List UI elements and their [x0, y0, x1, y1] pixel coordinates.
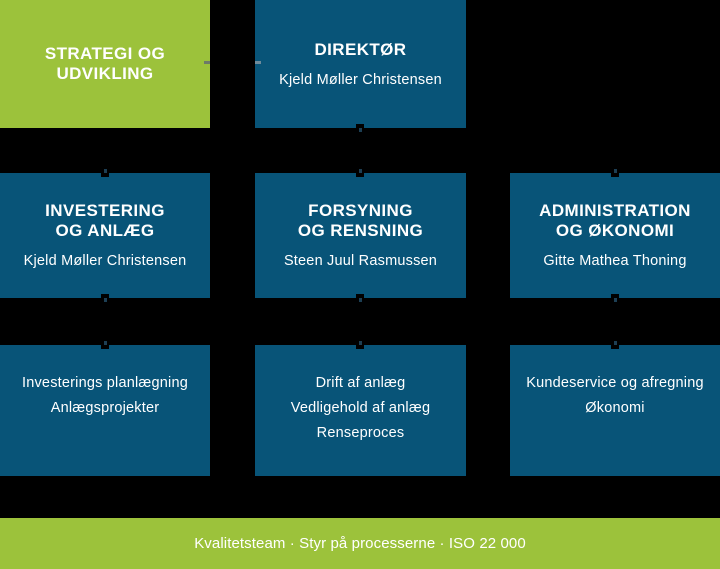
connector-stub	[104, 298, 107, 302]
department-title-line2: OG ANLÆG	[55, 221, 155, 240]
connector-notch	[611, 173, 619, 177]
connector-stub	[614, 341, 617, 345]
connector-notch	[356, 345, 364, 349]
department-head-name: Kjeld Møller Christensen	[23, 253, 187, 269]
connector-stub	[104, 341, 107, 345]
quality-footer-bar: Kvalitetsteam · Styr på processerne · IS…	[0, 518, 720, 569]
connector-stub	[359, 169, 362, 173]
department-title-line2: OG RENSNING	[297, 221, 424, 240]
director-name: Kjeld Møller Christensen	[279, 71, 442, 88]
connector-notch	[101, 294, 109, 298]
department-box-forsyning-og-rensning: FORSYNING OG RENSNING Steen Juul Rasmuss…	[255, 173, 466, 298]
connector-stub	[614, 298, 617, 302]
department-title-line1: FORSYNING	[308, 201, 413, 220]
department-title-line1: ADMINISTRATION	[539, 201, 691, 220]
department-box-investering-og-anlaeg: INVESTERING OG ANLÆG Kjeld Møller Christ…	[0, 173, 210, 298]
connector-notch	[611, 345, 619, 349]
task-item: Anlægsprojekter	[50, 400, 160, 416]
connector-notch	[356, 173, 364, 177]
task-item: Drift af anlæg	[315, 375, 406, 391]
department-box-administration-og-oekonomi: ADMINISTRATION OG ØKONOMI Gitte Mathea T…	[510, 173, 720, 298]
connector-stub	[614, 169, 617, 173]
connector-notch	[356, 124, 364, 128]
strategy-title-line1: STRATEGI OG	[44, 44, 166, 63]
department-title-line1: INVESTERING	[45, 201, 165, 220]
connector-tip	[255, 61, 261, 64]
connector-stub	[359, 341, 362, 345]
task-item: Kundeservice og afregning	[526, 375, 704, 391]
tasks-box-administration-og-oekonomi: Kundeservice og afregning Økonomi	[510, 345, 720, 476]
director-box: DIREKTØR Kjeld Møller Christensen	[255, 0, 466, 128]
connector-notch	[611, 294, 619, 298]
task-item: Renseproces	[316, 425, 405, 441]
strategy-title-line2: UDVIKLING	[56, 64, 154, 83]
department-head-name: Steen Juul Rasmussen	[283, 253, 438, 269]
task-item: Investerings planlægning	[21, 375, 188, 391]
connector-stub	[359, 128, 362, 132]
strategy-box: STRATEGI OG UDVIKLING	[0, 0, 210, 128]
connector-tip	[204, 61, 210, 64]
task-item: Økonomi	[585, 400, 645, 416]
tasks-box-investering-og-anlaeg: Investerings planlægning Anlægsprojekter	[0, 345, 210, 476]
connector-notch	[101, 173, 109, 177]
department-head-name: Gitte Mathea Thoning	[543, 253, 687, 269]
department-title-line2: OG ØKONOMI	[555, 221, 675, 240]
quality-footer-label: Kvalitetsteam · Styr på processerne · IS…	[194, 535, 526, 552]
connector-notch	[101, 345, 109, 349]
task-item: Vedligehold af anlæg	[290, 400, 431, 416]
connector-stub	[359, 298, 362, 302]
director-title: DIREKTØR	[314, 39, 407, 59]
connector-stub	[104, 169, 107, 173]
tasks-box-forsyning-og-rensning: Drift af anlæg Vedligehold af anlæg Rens…	[255, 345, 466, 476]
connector-notch	[356, 294, 364, 298]
